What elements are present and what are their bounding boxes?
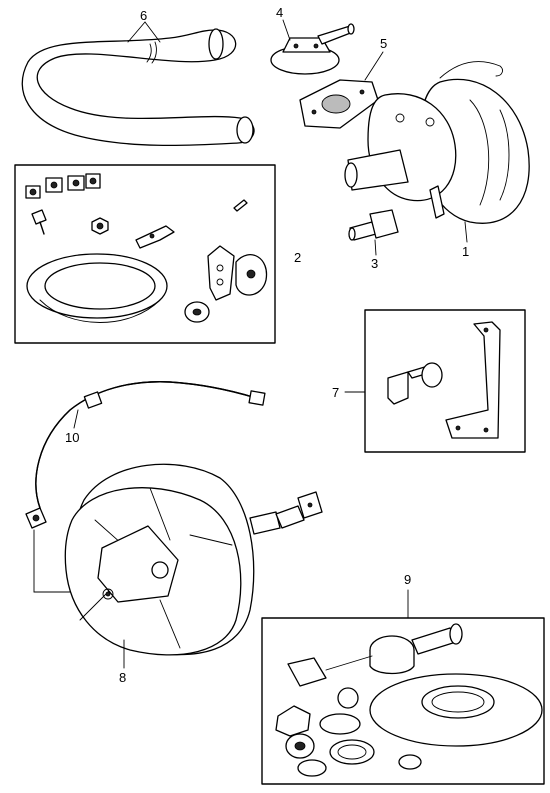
callout-2: 2 [294,250,301,265]
leader-1 [464,221,468,243]
callout-6: 6 [140,8,147,23]
callout-9: 9 [404,572,411,587]
vacuum-hose-part [21,28,255,147]
callout-1: 1 [462,244,469,259]
leader-5 [364,51,384,81]
leader-10 [73,409,79,429]
gasket-part [299,79,379,129]
repair-kit-contents [25,173,268,323]
callout-8: 8 [119,670,126,685]
callout-4: 4 [276,5,283,20]
leader-6a [127,21,146,43]
servo-kit-contents [275,623,543,777]
callout-7: 7 [332,385,339,400]
leader-3 [374,239,377,256]
vacuum-pipe-part [25,381,266,529]
repair-kit-frame [14,164,276,344]
servo-kit-frame [261,617,545,785]
check-valve-part [270,23,355,75]
servo-unit-part [344,61,530,224]
bracket-kit-frame [364,309,526,453]
brake-servo-part [64,463,323,656]
callout-10: 10 [65,430,79,445]
callout-5: 5 [380,36,387,51]
leader-6b [144,21,161,43]
bracket-kit-contents [387,321,501,439]
callout-3: 3 [371,256,378,271]
union-fitting-part [348,209,399,241]
leader-4 [282,19,291,41]
